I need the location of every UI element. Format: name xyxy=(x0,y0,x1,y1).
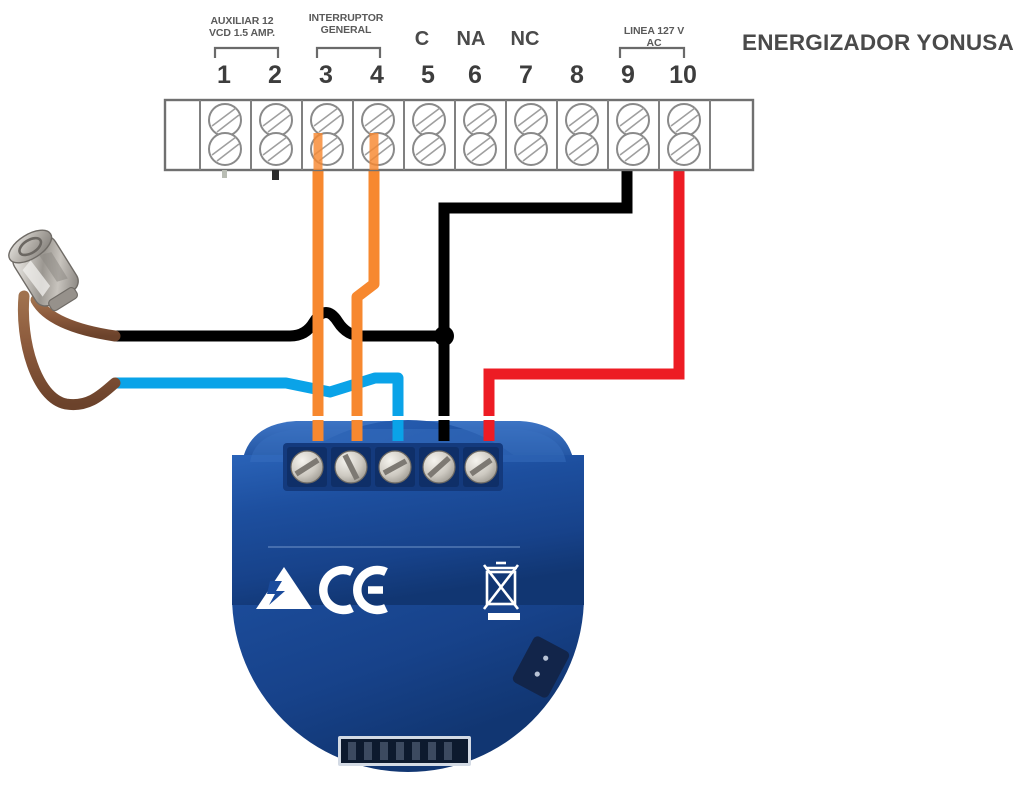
terminal-number-6: 6 xyxy=(468,61,482,89)
terminal-screw-5 xyxy=(412,103,446,166)
terminal-screw-2 xyxy=(259,103,293,166)
terminal-number-9: 9 xyxy=(621,61,635,89)
terminal-number-7: 7 xyxy=(519,61,533,89)
device-screws xyxy=(290,450,498,484)
terminal-screw-9 xyxy=(616,103,650,166)
terminal-number-1: 1 xyxy=(217,61,231,89)
wire-black-line-to-terminal9 xyxy=(438,152,633,432)
group-bracket-interruptor xyxy=(315,46,382,58)
terminal-screw-hatching xyxy=(211,107,699,162)
shelly-device xyxy=(210,416,606,776)
device-screw-n xyxy=(464,450,498,484)
weee-underline xyxy=(488,613,520,620)
wire-red-neutral xyxy=(483,152,685,432)
device-screw-sw xyxy=(378,450,412,484)
terminal-number-2: 2 xyxy=(268,61,282,89)
terminal-label-c: C xyxy=(414,28,430,50)
device-side-port xyxy=(512,636,570,698)
lamp-lead-lower xyxy=(17,290,121,411)
wire-junction-dot xyxy=(434,326,454,346)
energizer-terminal-block xyxy=(163,98,755,180)
wire-black-lamp-run xyxy=(115,307,444,342)
terminal-label-nc: NC xyxy=(510,28,540,50)
group-bracket-linea xyxy=(618,46,686,58)
group-label-linea: LINEA 127 V AC xyxy=(623,25,685,49)
terminal-number-3: 3 xyxy=(319,61,333,89)
terminal-stub-2 xyxy=(272,170,279,180)
device-bottom-connector xyxy=(338,736,471,766)
terminal-screw-8 xyxy=(565,103,599,166)
terminal-stub-1 xyxy=(222,170,227,178)
terminal-screw-6 xyxy=(463,103,497,166)
terminal-screws xyxy=(208,103,701,166)
lamp-socket xyxy=(8,229,121,411)
wire-orange-i xyxy=(351,110,380,432)
group-label-auxiliar: AUXILIAR 12 VCD 1.5 AMP. xyxy=(209,15,275,39)
group-label-interruptor: INTERRUPTOR GENERAL xyxy=(308,12,384,36)
weee-bin-icon xyxy=(482,561,520,610)
terminal-number-5: 5 xyxy=(421,61,435,89)
ce-mark-icon xyxy=(319,565,388,615)
terminal-screw-7 xyxy=(514,103,548,166)
device-screw-l xyxy=(422,450,456,484)
device-screw-o xyxy=(290,450,324,484)
warning-triangle-icon xyxy=(256,567,312,609)
page-title: ENERGIZADOR YONUSA xyxy=(742,30,1014,55)
terminal-number-8: 8 xyxy=(570,61,584,89)
device-screw-i xyxy=(334,450,368,484)
terminal-screw-10 xyxy=(667,103,701,166)
device-wire-tips xyxy=(312,420,495,441)
terminal-screw-1 xyxy=(208,103,242,166)
terminal-label-na: NA xyxy=(456,28,486,50)
terminal-number-4: 4 xyxy=(370,61,384,89)
group-bracket-auxiliar xyxy=(213,46,280,58)
terminal-number-10: 10 xyxy=(669,61,697,89)
